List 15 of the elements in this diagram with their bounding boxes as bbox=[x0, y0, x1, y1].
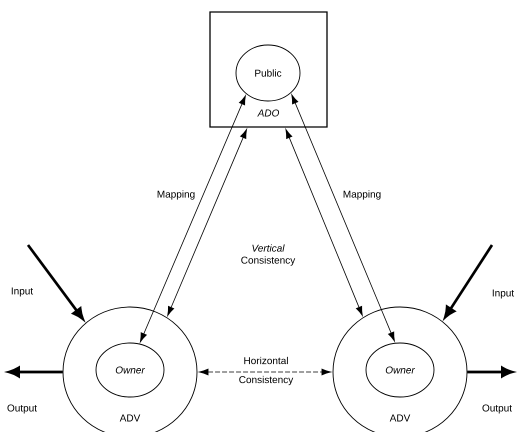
edge-label: Mapping bbox=[344, 190, 381, 200]
edge-label: Input bbox=[12, 288, 34, 296]
arrow bbox=[198, 368, 332, 376]
arrow bbox=[26, 244, 84, 320]
arrow bbox=[291, 94, 395, 342]
arrow bbox=[286, 129, 363, 316]
arrow bbox=[167, 129, 247, 316]
edge-label: Horizontal Consistency bbox=[239, 356, 294, 386]
edge-label: Output bbox=[482, 404, 512, 414]
arrow bbox=[444, 244, 494, 318]
edge-label: Mapping bbox=[158, 190, 195, 200]
edge-label: Input bbox=[492, 290, 514, 298]
note-label: Vertical Consistency bbox=[241, 244, 296, 266]
edge-label: Output bbox=[7, 404, 37, 414]
arrow bbox=[140, 95, 246, 342]
